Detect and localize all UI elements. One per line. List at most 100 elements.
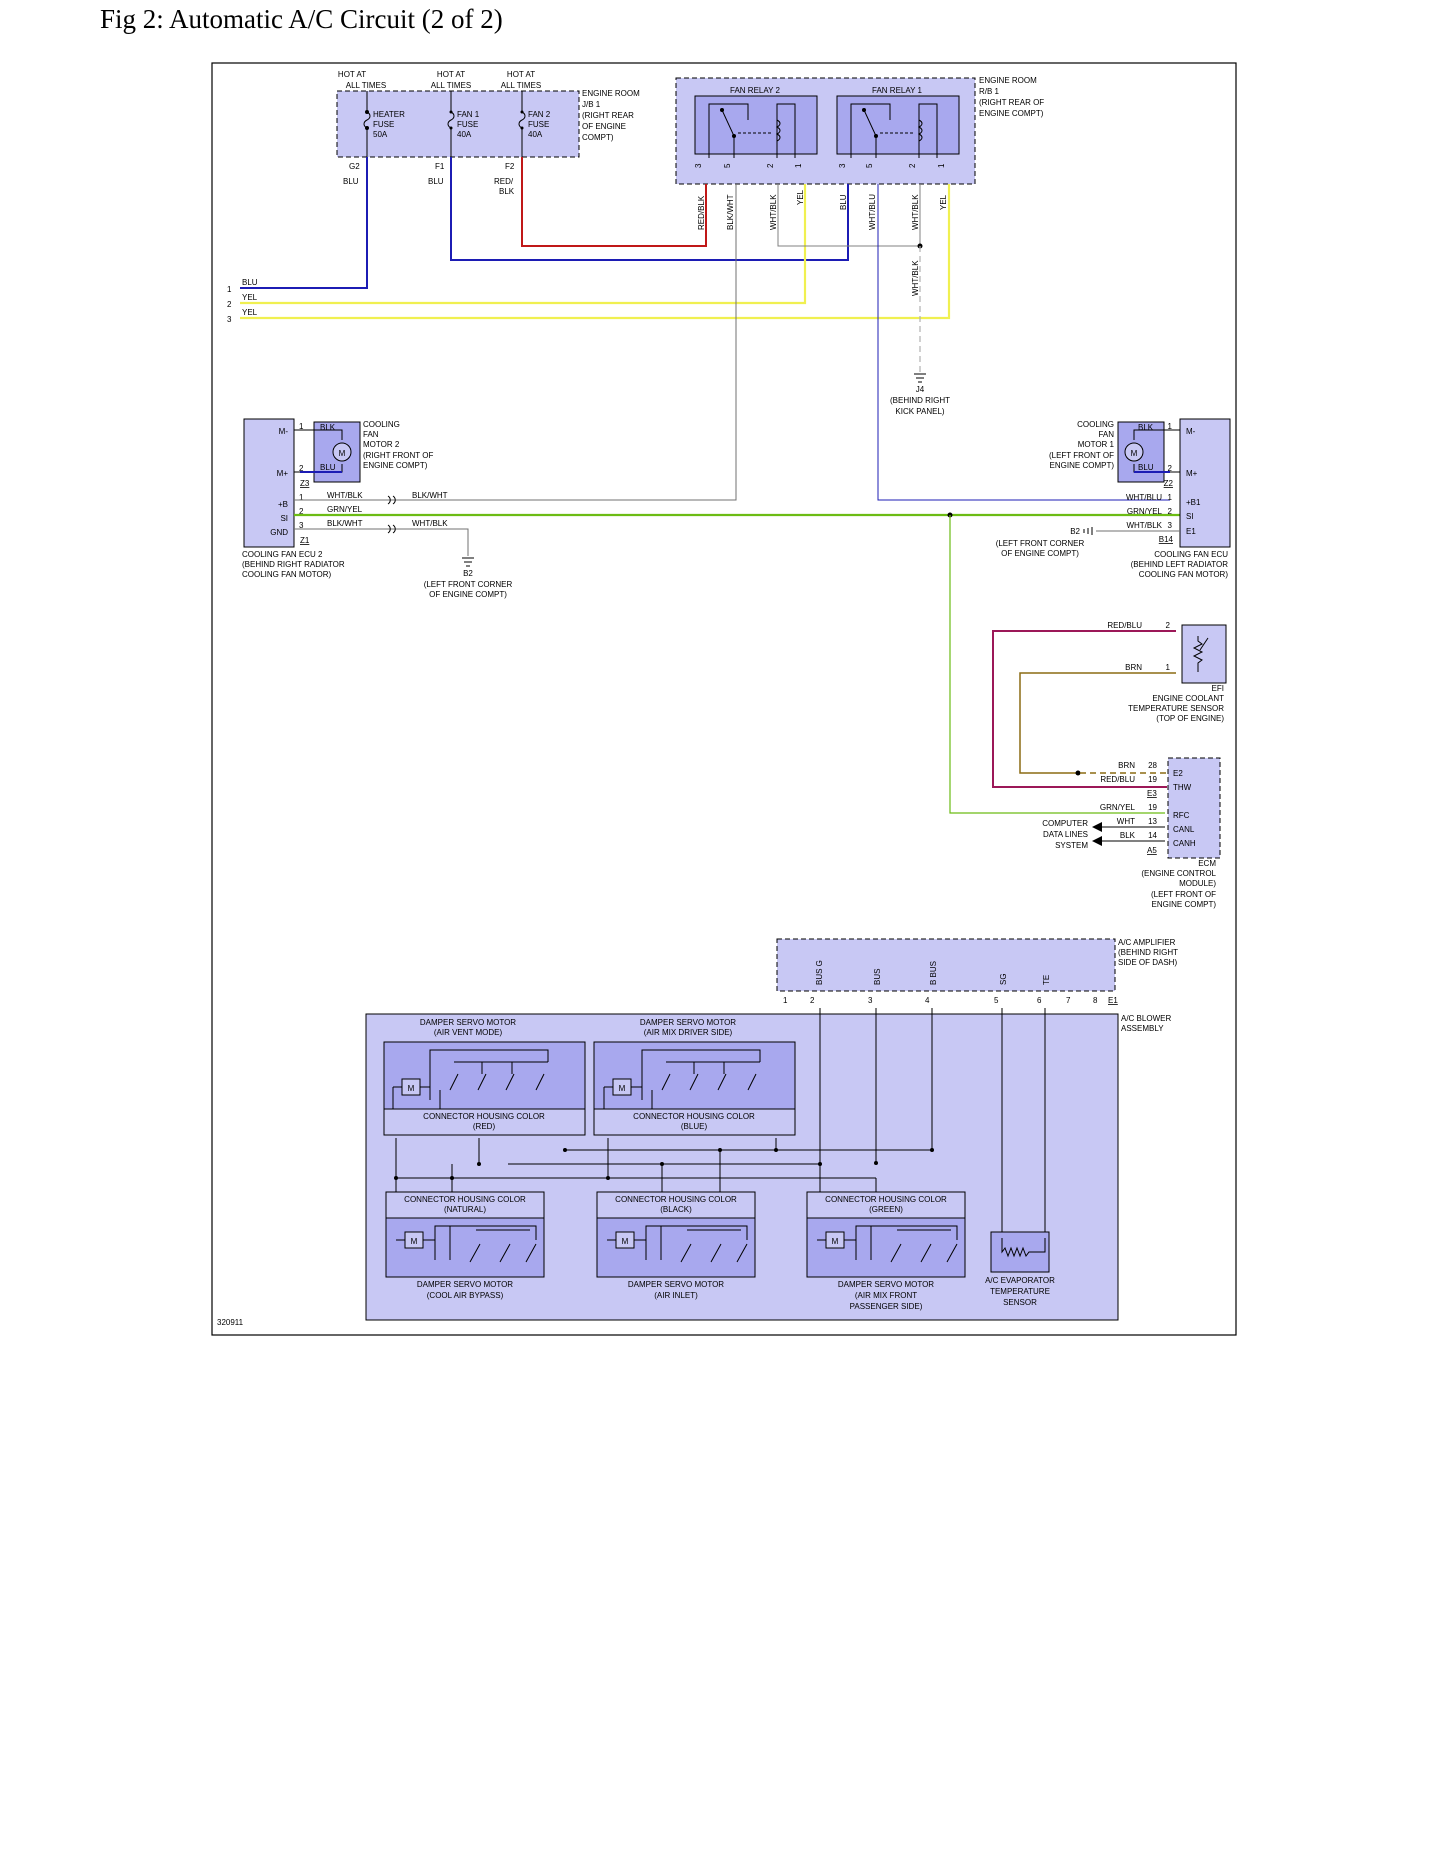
fan-motor2-label: MOTOR 2	[363, 440, 400, 449]
ecm-pin: CANL	[1173, 825, 1195, 834]
sensor-label: ENGINE COOLANT	[1152, 694, 1224, 703]
fan-motor1-label: MOTOR 1	[1078, 440, 1115, 449]
housing-label: CONNECTOR HOUSING COLOR	[404, 1195, 526, 1204]
fan-relay1-switch-icon	[850, 103, 938, 158]
servo-title: (AIR INLET)	[654, 1291, 698, 1300]
ecm-pin: CANH	[1173, 839, 1196, 848]
motor1-wire: BLK	[1138, 423, 1154, 432]
ecu2-wire: GRN/YEL	[327, 505, 363, 514]
ground-b2-label: (LEFT FRONT CORNER	[424, 580, 513, 589]
input-number: 1	[227, 285, 232, 294]
wire-label: BLK/WHT	[726, 194, 735, 230]
ecm-pin: THW	[1173, 783, 1192, 792]
ecm-label: MODULE)	[1179, 879, 1216, 888]
wire-label: BLK	[499, 187, 515, 196]
motor-icon-label: M	[408, 1084, 415, 1093]
motor-icon	[615, 1231, 635, 1249]
jb1-label: (RIGHT REAR	[582, 111, 634, 120]
ecu1-pin-label: SI	[1186, 512, 1194, 521]
ground-j4: J4 (BEHIND RIGHT KICK PANEL)	[890, 373, 950, 416]
ground-j4-label: KICK PANEL)	[895, 407, 945, 416]
data-lines-label: DATA LINES	[1043, 830, 1088, 839]
housing-label: (NATURAL)	[444, 1205, 486, 1214]
ecu1-pin-number: 2	[1168, 507, 1173, 516]
wire-label: WHT/BLK	[911, 260, 920, 296]
pin-number: 2	[908, 163, 917, 168]
amp-pin-label: SG	[999, 973, 1008, 985]
wire-label: YEL	[796, 189, 805, 205]
fan-relay1-title: FAN RELAY 1	[872, 86, 923, 95]
rb1-label: (RIGHT REAR OF	[979, 98, 1044, 107]
ecu2-connector: Z3	[300, 479, 310, 488]
servo-title: DAMPER SERVO MOTOR	[628, 1280, 724, 1289]
motor-icon	[1124, 442, 1144, 462]
blower-label: A/C BLOWER	[1121, 1014, 1171, 1023]
ecm-connector: E3	[1147, 789, 1157, 798]
servo-title: (AIR MIX DRIVER SIDE)	[644, 1028, 733, 1037]
servo-switch-icon	[603, 1049, 761, 1109]
jb1-label: OF ENGINE	[582, 122, 626, 131]
ecu1-pin-number: 2	[1168, 464, 1173, 473]
ecu2-pin-number: 3	[299, 521, 304, 530]
housing-label: CONNECTOR HOUSING COLOR	[615, 1195, 737, 1204]
fan1-fuse-label: 40A	[457, 130, 472, 139]
servo-switch-icon	[607, 1225, 748, 1263]
heater-fuse-label: 50A	[373, 130, 388, 139]
ecm-num: 19	[1148, 775, 1157, 784]
ecu1-pin-number: 1	[1168, 493, 1173, 502]
sensor-label: EFI	[1212, 684, 1224, 693]
ecu2-wire: WHT/BLK	[412, 519, 448, 528]
fuse-hot-label: ALL TIMES	[501, 81, 541, 90]
ecu1-connector: Z2	[1164, 479, 1174, 488]
ground-b2-left: B2 (LEFT FRONT CORNER OF ENGINE COMPT)	[424, 557, 513, 599]
motor2-wire: BLU	[320, 463, 336, 472]
fan-relay2-switch-icon	[708, 103, 796, 158]
fan-motor1-label: ENGINE COMPT)	[1050, 461, 1115, 470]
amp-pin-num: 2	[810, 996, 815, 1005]
fan-motor2-label: ENGINE COMPT)	[363, 461, 428, 470]
rb1-label: ENGINE COMPT)	[979, 109, 1044, 118]
fuse-hot-label: ALL TIMES	[431, 81, 471, 90]
housing-label: CONNECTOR HOUSING COLOR	[633, 1112, 755, 1121]
fan-motor2-label: FAN	[363, 430, 379, 439]
fuse-hot-label: HOT AT	[338, 70, 366, 79]
ecu2-wire: WHT/BLK	[327, 491, 363, 500]
sensor-wire: RED/BLU	[1107, 621, 1142, 630]
ecm-wire: WHT	[1117, 817, 1135, 826]
engine-room-rb1: FAN RELAY 2 FAN RELAY 1 3 5 2 1 3 5 2	[675, 76, 1044, 185]
ground-b2-label: (LEFT FRONT CORNER	[996, 539, 1085, 548]
amp-pin-num: 1	[783, 996, 788, 1005]
ecu2-pin-number: 2	[299, 507, 304, 516]
heater-fuse-label: HEATER	[373, 110, 405, 119]
heater-fuse-label: FUSE	[373, 120, 394, 129]
ecu2-pin-label: GND	[270, 528, 288, 537]
terminal-label: F1	[435, 162, 445, 171]
ecu2-pin-label: +B	[278, 500, 288, 509]
amp-pin-label: TE	[1042, 975, 1051, 985]
ecm-label: (ENGINE CONTROL	[1141, 869, 1216, 878]
amp-label: (BEHIND RIGHT	[1118, 948, 1178, 957]
ecu1-connector: B14	[1159, 535, 1174, 544]
ecu2-pin-number: 1	[299, 493, 304, 502]
input-wire-label: YEL	[242, 293, 258, 302]
ecm-label: ENGINE COMPT)	[1152, 900, 1217, 909]
ecm-num: 19	[1148, 803, 1157, 812]
motor1-wire: BLU	[1138, 463, 1154, 472]
rb1-label: R/B 1	[979, 87, 1000, 96]
ground-b2-label: B2	[463, 569, 473, 578]
ground-b2-label: OF ENGINE COMPT)	[1001, 549, 1079, 558]
sensor-label: TEMPERATURE SENSOR	[1128, 704, 1224, 713]
motor-icon	[401, 1078, 421, 1096]
ecm: E2 THW RFC CANL CANH 28 19 19 13 14 BRN …	[1042, 757, 1221, 909]
evap-sensor-label: A/C EVAPORATOR	[985, 1276, 1055, 1285]
input-wire-label: BLU	[242, 278, 258, 287]
servo-title: (AIR VENT MODE)	[434, 1028, 503, 1037]
fuse-hot-label: HOT AT	[437, 70, 465, 79]
sensor-label: (TOP OF ENGINE)	[1156, 714, 1224, 723]
jb1-label: COMPT)	[582, 133, 614, 142]
rb1-label: ENGINE ROOM	[979, 76, 1037, 85]
ecu1-wire: WHT/BLK	[1126, 521, 1162, 530]
evap-sensor-label: TEMPERATURE	[990, 1287, 1050, 1296]
ecu2-pin-label: SI	[280, 514, 288, 523]
servo-switch-icon	[392, 1049, 549, 1109]
